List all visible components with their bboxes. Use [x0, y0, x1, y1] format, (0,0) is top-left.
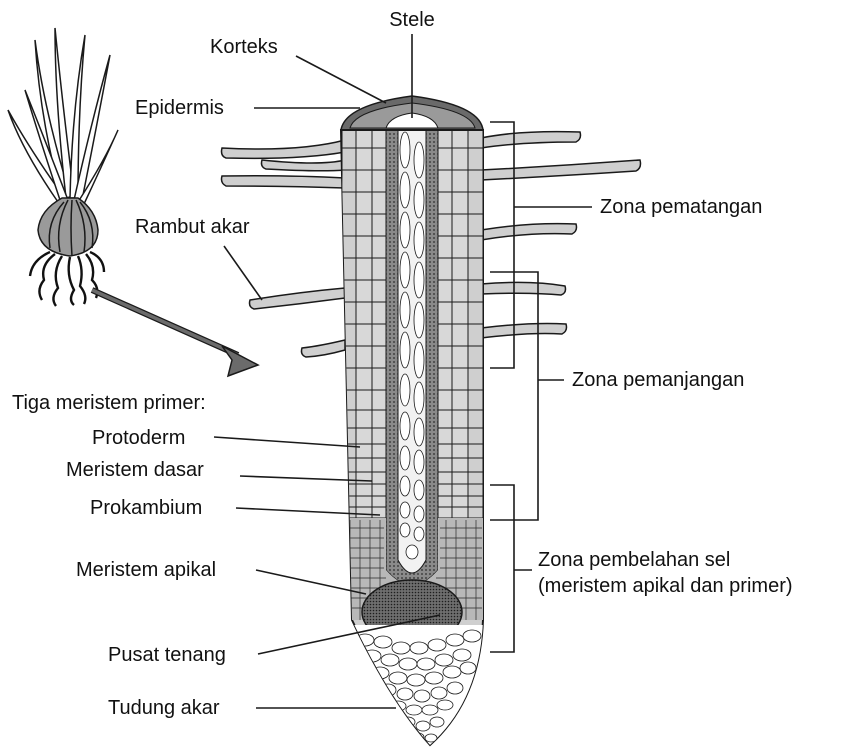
label-meristem-dasar: Meristem dasar — [66, 459, 204, 481]
root-longitudinal-section — [341, 96, 483, 745]
label-tudung-akar: Tudung akar — [108, 697, 220, 719]
label-zona-pemanjangan: Zona pemanjangan — [572, 369, 744, 391]
label-stele: Stele — [389, 9, 435, 31]
magnify-arrow-icon — [92, 290, 258, 376]
onion-plant-illustration — [8, 28, 118, 306]
label-zona-pematangan: Zona pematangan — [600, 196, 762, 218]
label-protoderm: Protoderm — [92, 427, 185, 449]
label-rambut-akar: Rambut akar — [135, 216, 250, 238]
label-tiga-meristem: Tiga meristem primer: — [12, 392, 206, 414]
label-pusat-tenang: Pusat tenang — [108, 644, 226, 666]
label-zona-pembelahan-line1: Zona pembelahan sel — [538, 549, 730, 571]
label-meristem-apikal: Meristem apikal — [76, 559, 216, 581]
label-korteks: Korteks — [210, 36, 278, 58]
label-epidermis: Epidermis — [135, 97, 224, 119]
label-zona-pembelahan-line2: (meristem apikal dan primer) — [538, 575, 793, 597]
label-prokambium: Prokambium — [90, 497, 202, 519]
